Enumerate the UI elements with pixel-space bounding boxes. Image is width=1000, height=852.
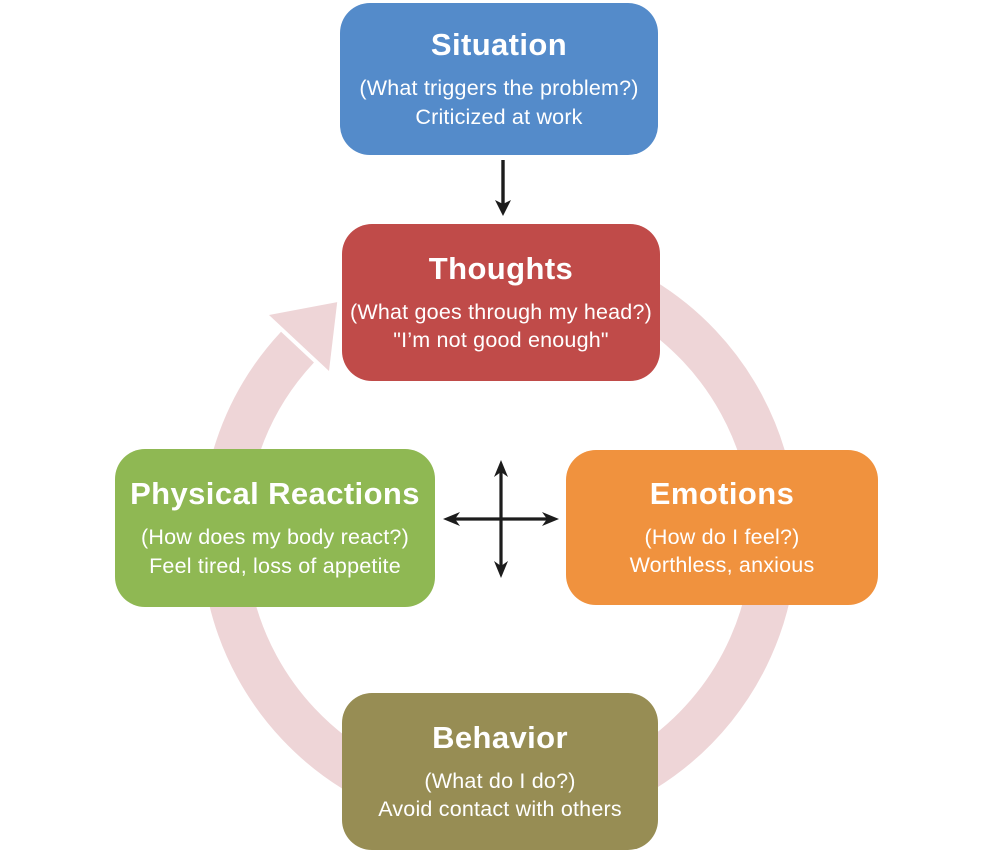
situation-to-thoughts-arrow — [495, 160, 511, 216]
node-situation: Situation (What triggers the problem?) C… — [340, 3, 658, 155]
node-example: Avoid contact with others — [378, 797, 622, 821]
node-question: (How do I feel?) — [644, 524, 800, 549]
node-title: Behavior — [432, 719, 568, 755]
node-behavior: Behavior (What do I do?) Avoid contact w… — [342, 693, 658, 850]
node-thoughts: Thoughts (What goes through my head?) "I… — [342, 224, 660, 381]
node-example: "I’m not good enough" — [393, 328, 609, 352]
node-title: Physical Reactions — [130, 476, 420, 512]
node-title: Thoughts — [428, 250, 574, 286]
node-question: (How does my body react?) — [141, 525, 409, 550]
node-title: Situation — [430, 27, 568, 63]
cycle-ring-arrowhead-icon — [269, 302, 338, 371]
node-example: Feel tired, loss of appetite — [149, 553, 401, 578]
node-question: (What do I do?) — [424, 768, 576, 793]
horizontal-double-arrow-icon — [443, 512, 559, 526]
node-example: Worthless, anxious — [629, 553, 815, 577]
node-question: (What triggers the problem?) — [359, 76, 639, 101]
node-example: Criticized at work — [415, 104, 583, 129]
center-cross-arrows — [443, 460, 559, 578]
arrow-down-icon — [495, 200, 511, 216]
node-physical-reactions: Physical Reactions (How does my body rea… — [115, 449, 435, 607]
node-emotions: Emotions (How do I feel?) Worthless, anx… — [566, 450, 878, 605]
node-title: Emotions — [649, 475, 795, 511]
node-question: (What goes through my head?) — [350, 299, 652, 324]
